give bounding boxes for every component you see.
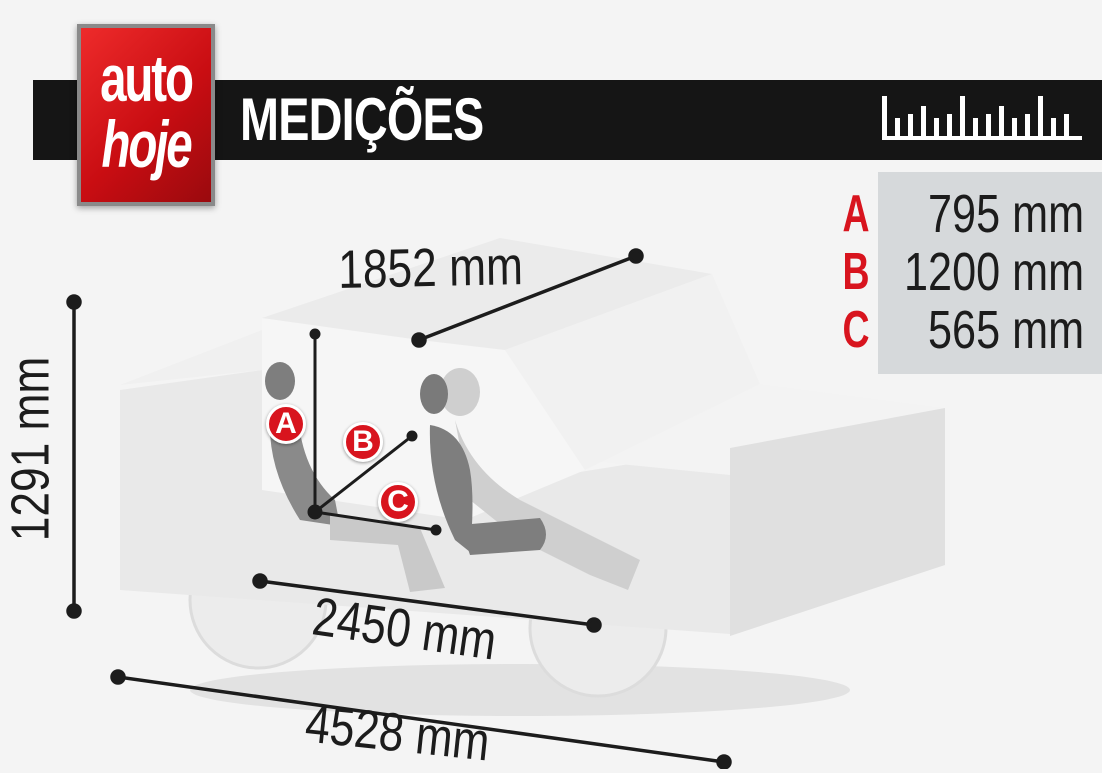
- ground-shadow: [190, 664, 850, 716]
- car-cabin: [262, 318, 585, 520]
- car-front-face: [730, 408, 945, 636]
- front-passenger-figure: [420, 368, 640, 590]
- logo-text-auto: auto: [100, 41, 194, 115]
- car-hood-top: [580, 384, 945, 476]
- measurement-row-a: A 795 mm: [820, 184, 1102, 244]
- measure-line-c: [314, 510, 437, 532]
- measurement-value: 1200 mm: [903, 242, 1084, 302]
- badge-c: C: [378, 482, 418, 522]
- measurement-value: 795 mm: [927, 184, 1084, 244]
- measurement-value: 565 mm: [927, 300, 1084, 360]
- measurement-row-c: C 565 mm: [820, 300, 1102, 360]
- width-dimension-line: [418, 254, 637, 342]
- badge-b: B: [343, 422, 383, 462]
- badge-a: A: [266, 404, 306, 444]
- auto-hoje-logo: auto hoje: [77, 24, 215, 206]
- ruler-icon: [882, 96, 1082, 140]
- logo-text-hoje: hoje: [101, 107, 192, 181]
- car-rear-top: [120, 330, 262, 385]
- measurement-letter: B: [842, 243, 870, 301]
- length-dimension-line: [117, 675, 725, 764]
- measurement-row-b: B 1200 mm: [820, 242, 1102, 302]
- width-label: 1852 mm: [337, 236, 524, 300]
- height-label: 1291 mm: [0, 356, 61, 542]
- wheelbase-dimension-line: [259, 579, 595, 627]
- measurement-letter: A: [842, 185, 870, 243]
- measure-line-b: [314, 434, 413, 514]
- car-windshield: [505, 274, 760, 470]
- page-title: MEDIÇÕES: [240, 86, 484, 153]
- car-roof: [262, 238, 712, 350]
- measurements-panel: [878, 172, 1102, 374]
- measurement-letter: C: [842, 301, 870, 359]
